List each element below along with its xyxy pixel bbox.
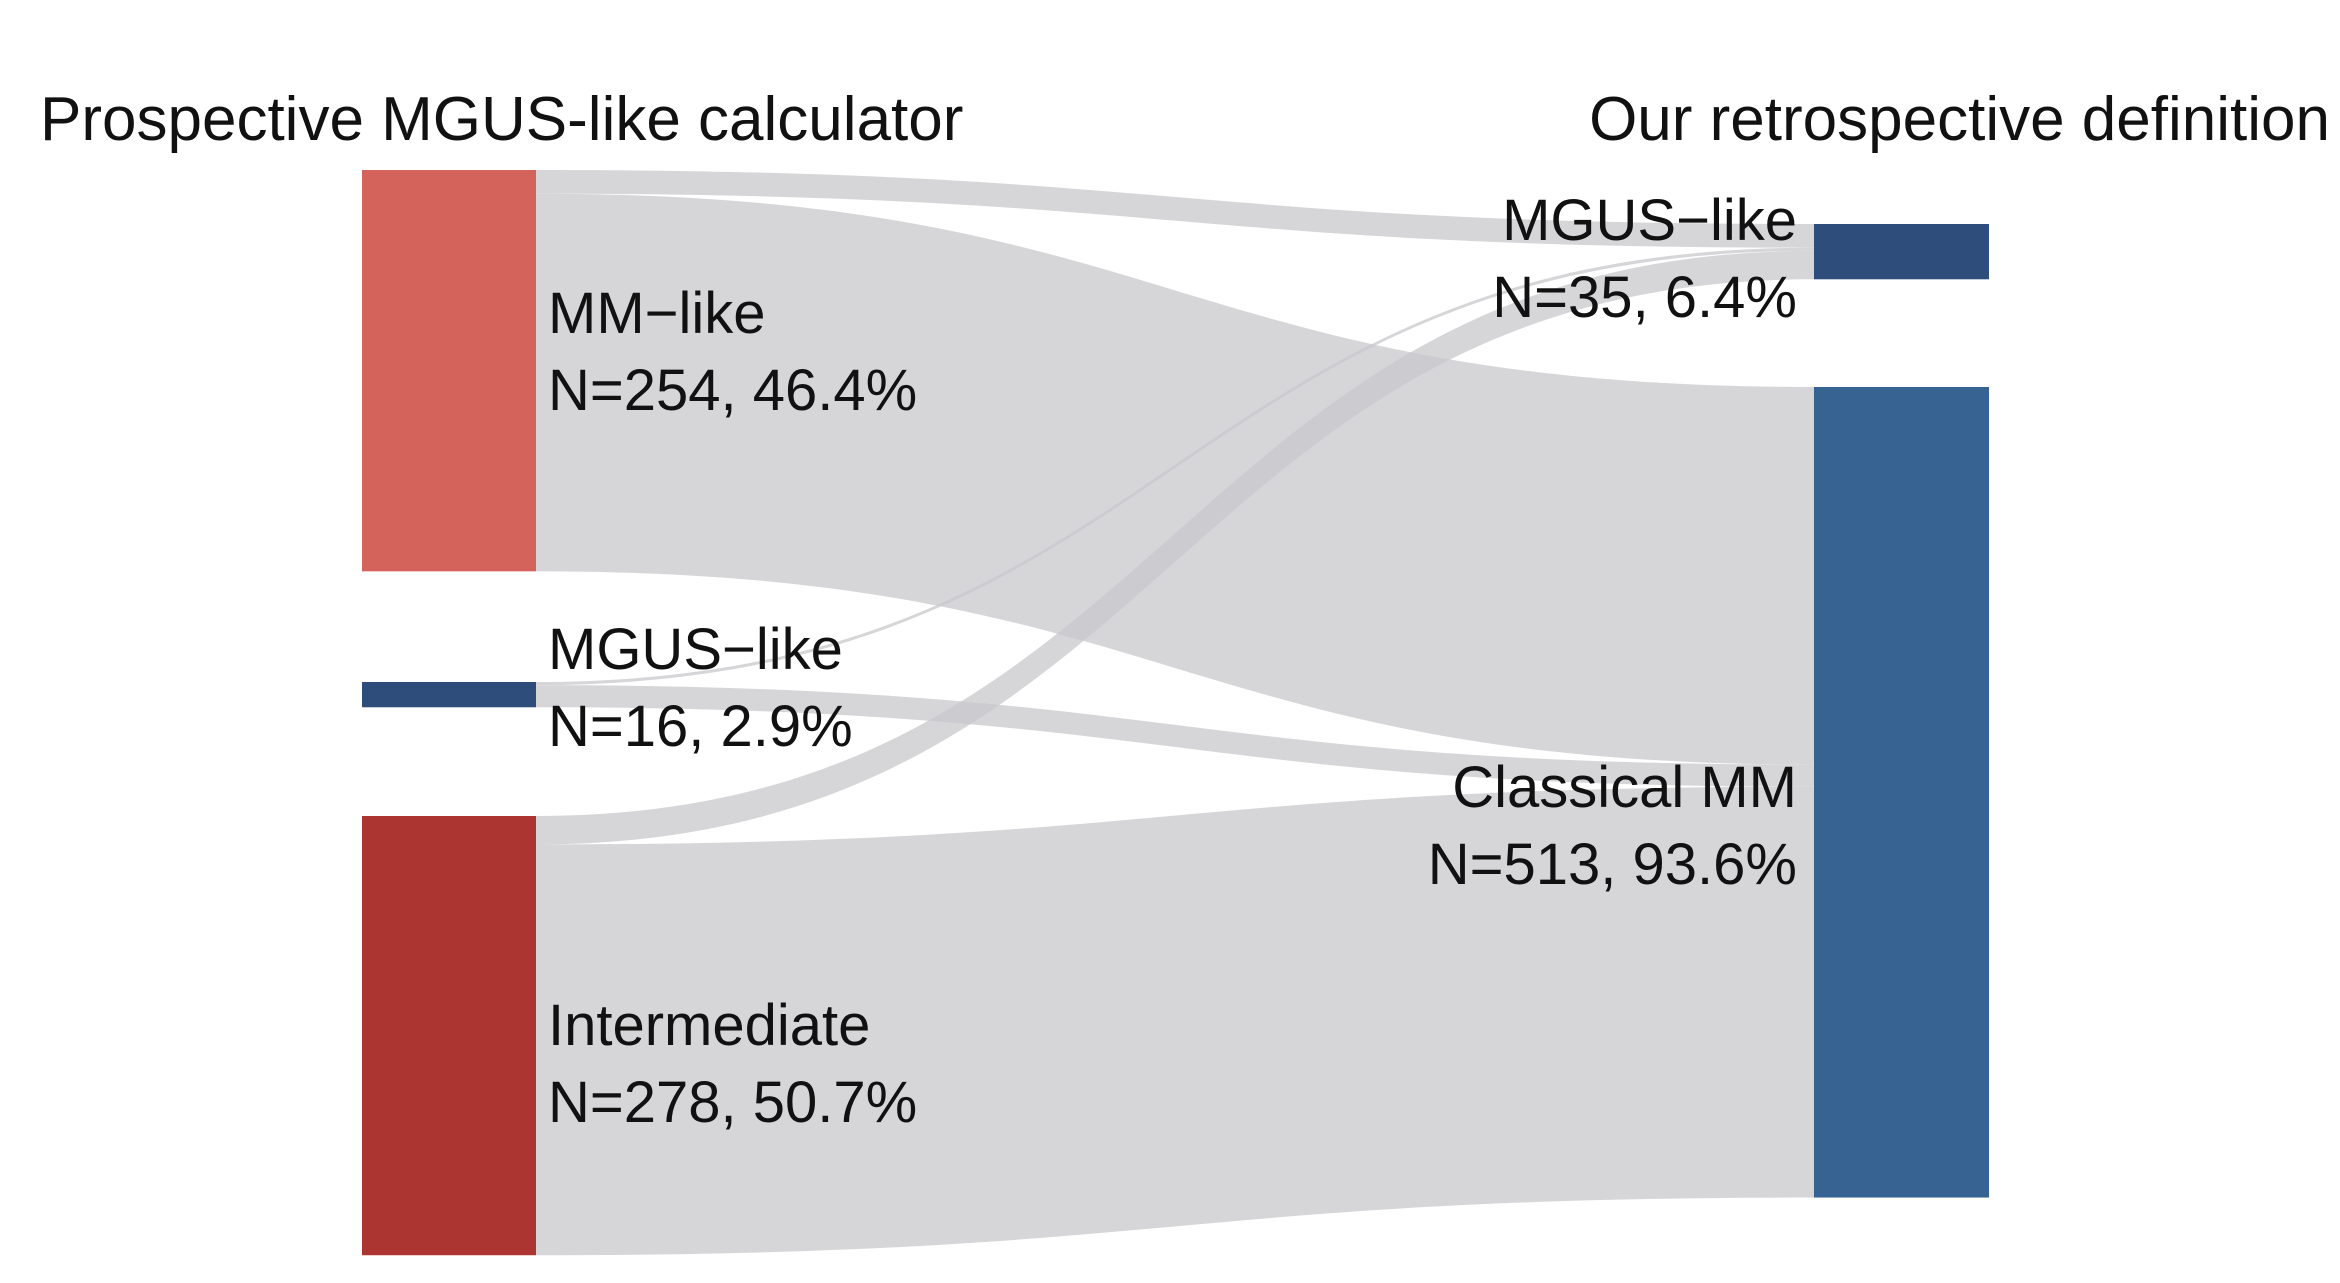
flows-layer: [536, 170, 1814, 1256]
mm-node-name: MM−like: [548, 281, 766, 346]
classical-node-stat: N=513, 93.6%: [1428, 832, 1797, 897]
nodes-layer: [362, 170, 1989, 1256]
right-node-rmgus: [1814, 224, 1989, 280]
left-node-inter: [362, 816, 536, 1256]
rmgus-node-stat: N=35, 6.4%: [1492, 265, 1797, 330]
mgus-node-stat: N=16, 2.9%: [548, 694, 853, 759]
flow-mm-to-classical: [536, 193, 1814, 765]
left-axis-title: Prospective MGUS-like calculator: [40, 85, 963, 154]
inter-node-stat: N=278, 50.7%: [548, 1070, 917, 1135]
flow-mgus-to-classical: [536, 685, 1814, 787]
mgus-node-name: MGUS−like: [548, 617, 843, 682]
flow-mm-to-rmgus: [536, 170, 1814, 248]
right-axis-title: Our retrospective definition: [1589, 85, 2330, 154]
flow-inter-to-classical: [536, 786, 1814, 1256]
right-node-classical: [1814, 387, 1989, 1198]
mm-node-stat: N=254, 46.4%: [548, 358, 917, 423]
rmgus-node-name: MGUS−like: [1502, 188, 1797, 253]
classical-node-name: Classical MM: [1452, 755, 1797, 820]
left-node-mm: [362, 170, 536, 572]
inter-node-name: Intermediate: [548, 993, 870, 1058]
flow-mgus-to-rmgus: [536, 247, 1814, 686]
flow-inter-to-rmgus: [536, 250, 1814, 845]
left-node-mgus: [362, 682, 536, 708]
